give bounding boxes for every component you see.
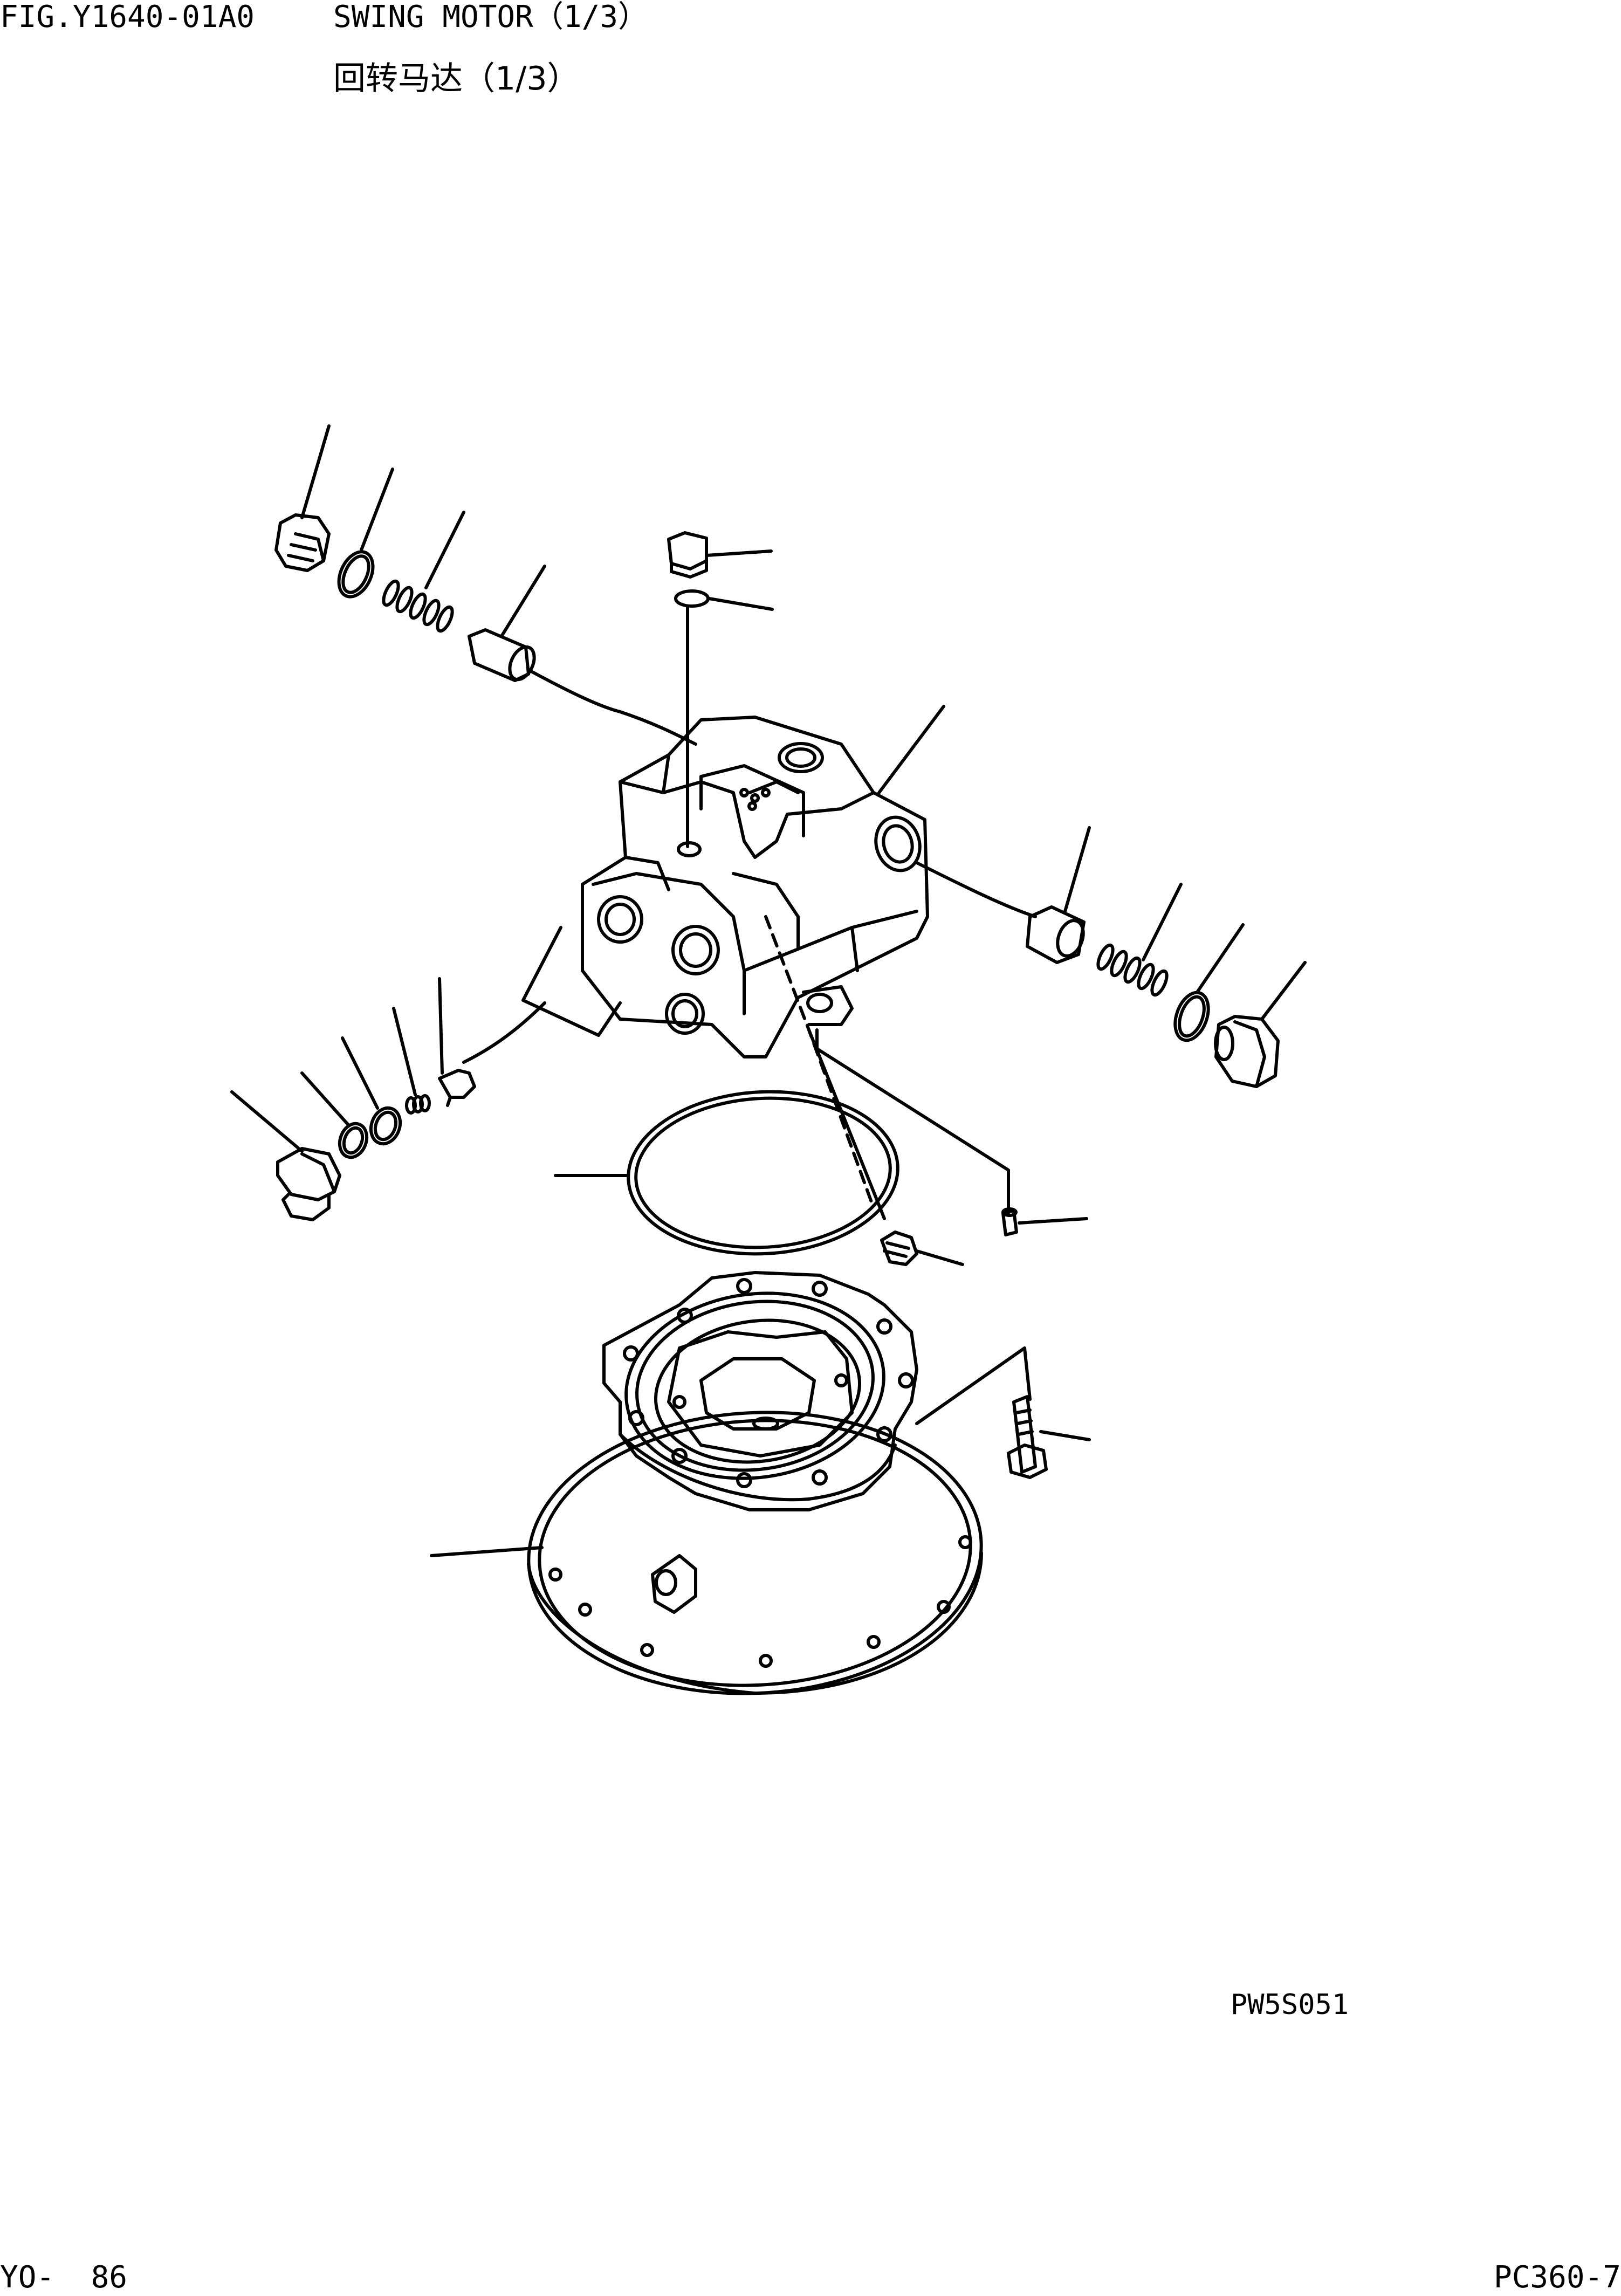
o-ring-top-small: [674, 589, 774, 848]
o-ring-right: [1173, 923, 1245, 1042]
spring-right: [1096, 883, 1183, 997]
o-ring-lower-left-2: [300, 1071, 369, 1159]
plug-lower-left: [230, 1090, 341, 1221]
o-ring-lower-left-1: [341, 1036, 402, 1146]
o-ring-upper-left-1: [337, 468, 394, 599]
pin-right: [1001, 1207, 1088, 1236]
check-valve-left: [438, 977, 476, 1107]
spring-lower-left: [392, 1007, 431, 1115]
bolt-right: [915, 1346, 1091, 1479]
spring-upper-left: [382, 511, 465, 633]
body-leader-lines: [462, 915, 1010, 1220]
plug-top-small: [667, 531, 773, 579]
model-name: PC360-7: [1494, 2260, 1621, 2295]
spool-upper-left: [468, 565, 697, 746]
valve-body: [581, 705, 945, 1058]
title-english: SWING MOTOR（1/3）: [333, 0, 649, 35]
title-chinese: 回转马达（1/3）: [333, 60, 580, 98]
plug-right: [1214, 961, 1307, 1088]
large-o-ring: [554, 1090, 899, 1256]
motor-housing: [430, 1271, 983, 1695]
drawing-code: PW5S051: [1231, 1989, 1349, 2021]
spool-right: [915, 826, 1091, 964]
figure-id: FIG.Y1640-01A0: [0, 0, 255, 35]
plug-upper-left: [274, 424, 331, 572]
orifice-plug: [880, 1231, 964, 1266]
page-number: YO- 86: [0, 2260, 128, 2295]
